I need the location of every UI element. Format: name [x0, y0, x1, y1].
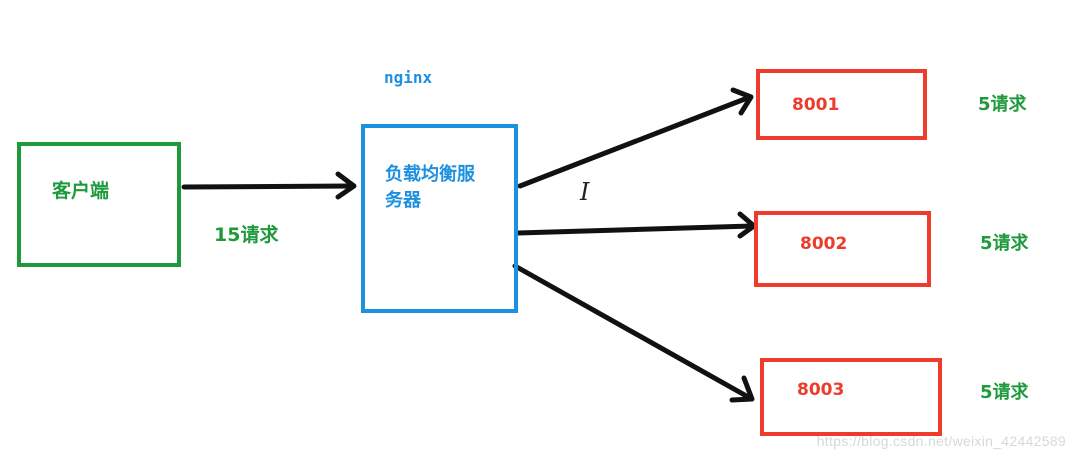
server-box-8001	[756, 69, 927, 140]
server-requests-8002: 5请求	[980, 233, 1029, 254]
watermark: https://blog.csdn.net/weixin_42442589	[816, 433, 1066, 449]
client-requests-count: 15请求	[214, 224, 279, 246]
nginx-title: nginx	[384, 68, 433, 87]
server-box-8002	[754, 211, 931, 287]
arrow-client-to-nginx	[181, 183, 355, 190]
arrowhead-client-to-nginx	[335, 171, 357, 200]
nginx-label-line2: 务器	[385, 190, 421, 211]
server-requests-8001: 5请求	[978, 94, 1027, 115]
server-label-8003: 8003	[797, 380, 845, 400]
nginx-label-line1: 负载均衡服	[385, 164, 475, 185]
arrow-nginx-to-8001	[517, 94, 753, 189]
arrowhead-nginx-to-8001	[730, 87, 754, 116]
client-box	[17, 142, 181, 267]
server-label-8002: 8002	[800, 234, 848, 254]
server-requests-8003: 5请求	[980, 382, 1029, 403]
server-label-8001: 8001	[792, 95, 840, 115]
text-cursor-icon: I	[580, 178, 590, 206]
arrowhead-nginx-to-8003	[729, 375, 755, 403]
client-label: 客户端	[52, 180, 110, 202]
nginx-box	[361, 124, 518, 313]
arrow-nginx-to-8002	[515, 223, 755, 236]
server-box-8003	[760, 358, 942, 436]
arrow-nginx-to-8003	[512, 263, 753, 401]
